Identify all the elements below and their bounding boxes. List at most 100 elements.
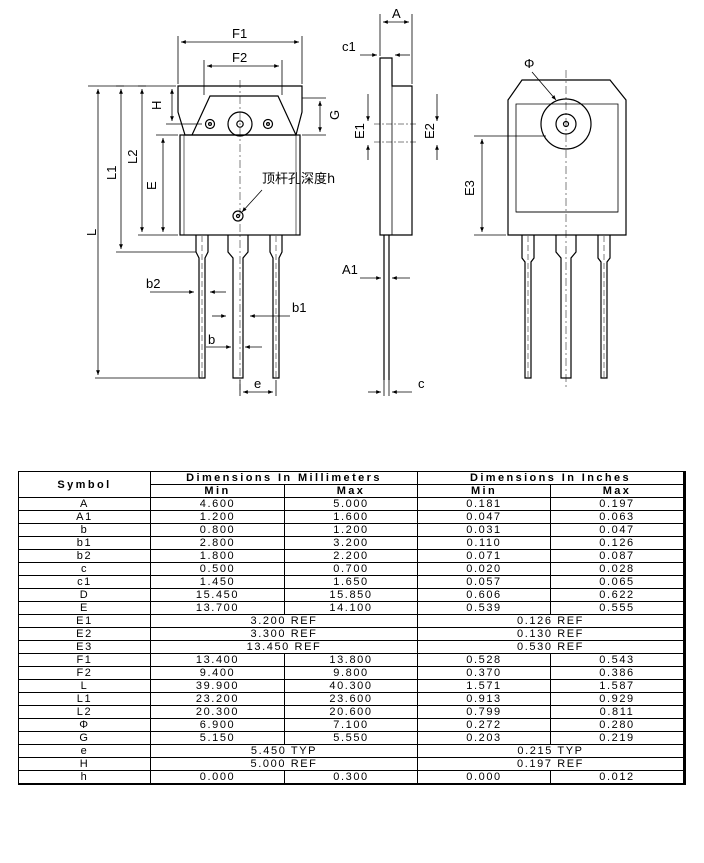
label-b: b xyxy=(208,332,215,347)
header-in-min: Min xyxy=(417,484,552,498)
back-view xyxy=(507,70,627,390)
cell-mm-max: 1.600 xyxy=(283,510,419,524)
cell-in-min: 0.913 xyxy=(417,692,552,706)
cell-in-max: 0.087 xyxy=(550,549,686,563)
label-b1: b1 xyxy=(292,300,306,315)
cell-in-max: 1.587 xyxy=(550,679,686,693)
cell-mm-ref: 3.200 REF xyxy=(149,614,419,628)
cell-mm-min: 0.800 xyxy=(150,523,285,537)
label-A1: A1 xyxy=(342,262,358,277)
cell-mm-ref: 5.450 TYP xyxy=(149,744,419,758)
cell-in-min: 0.203 xyxy=(417,731,552,745)
cell-symbol: e xyxy=(18,744,151,758)
cell-in-min: 0.370 xyxy=(417,666,552,680)
label-E3: E3 xyxy=(462,180,477,196)
label-L2: L2 xyxy=(125,150,140,164)
cell-in-max: 0.543 xyxy=(550,653,686,667)
cell-mm-max: 15.850 xyxy=(283,588,419,602)
cell-in-max: 0.012 xyxy=(550,770,686,785)
header-millimeters: Dimensions In Millimeters xyxy=(149,471,419,485)
cell-symbol: c1 xyxy=(18,575,151,589)
front-view-dimensions xyxy=(88,36,326,396)
cell-in-max: 0.047 xyxy=(550,523,686,537)
cell-mm-max: 0.300 xyxy=(283,770,419,785)
cell-in-max: 0.028 xyxy=(550,562,686,576)
label-E1: E1 xyxy=(352,123,367,139)
cell-symbol: b2 xyxy=(18,549,151,563)
side-view-dimensions xyxy=(360,14,439,396)
cell-mm-ref: 13.450 REF xyxy=(149,640,419,654)
back-view-dimensions xyxy=(474,71,557,236)
cell-mm-max: 1.200 xyxy=(283,523,419,537)
label-hole-depth: 顶杆孔深度h xyxy=(262,171,335,187)
cell-symbol: F1 xyxy=(18,653,151,667)
cell-mm-min: 23.200 xyxy=(150,692,285,706)
cell-symbol: A1 xyxy=(18,510,151,524)
cell-mm-min: 1.200 xyxy=(150,510,285,524)
cell-symbol: Φ xyxy=(18,718,151,732)
cell-in-ref: 0.130 REF xyxy=(417,627,686,641)
cell-in-min: 0.272 xyxy=(417,718,552,732)
cell-mm-min: 0.500 xyxy=(150,562,285,576)
label-b2: b2 xyxy=(146,276,160,291)
label-L1: L1 xyxy=(104,166,119,180)
cell-in-min: 0.031 xyxy=(417,523,552,537)
cell-in-ref: 0.197 REF xyxy=(417,757,686,771)
cell-in-min: 0.020 xyxy=(417,562,552,576)
cell-in-max: 0.811 xyxy=(550,705,686,719)
cell-mm-min: 1.800 xyxy=(150,549,285,563)
cell-mm-max: 3.200 xyxy=(283,536,419,550)
cell-in-max: 0.555 xyxy=(550,601,686,615)
side-view xyxy=(374,57,418,380)
cell-in-ref: 0.530 REF xyxy=(417,640,686,654)
label-L: L xyxy=(84,229,99,236)
cell-mm-max: 7.100 xyxy=(283,718,419,732)
cell-symbol: h xyxy=(18,770,151,785)
cell-mm-min: 15.450 xyxy=(150,588,285,602)
cell-in-min: 0.539 xyxy=(417,601,552,615)
cell-symbol: L1 xyxy=(18,692,151,706)
label-G: G xyxy=(327,110,342,120)
cell-mm-max: 23.600 xyxy=(283,692,419,706)
cell-mm-min: 2.800 xyxy=(150,536,285,550)
cell-in-min: 0.181 xyxy=(417,497,552,511)
cell-in-max: 0.386 xyxy=(550,666,686,680)
label-phi: Φ xyxy=(524,56,534,71)
cell-mm-min: 5.150 xyxy=(150,731,285,745)
cell-in-max: 0.065 xyxy=(550,575,686,589)
cell-in-ref: 0.215 TYP xyxy=(417,744,686,758)
cell-symbol: b1 xyxy=(18,536,151,550)
cell-in-ref: 0.126 REF xyxy=(417,614,686,628)
cell-mm-min: 13.400 xyxy=(150,653,285,667)
label-e: e xyxy=(254,376,261,391)
cell-in-min: 0.000 xyxy=(417,770,552,785)
cell-mm-ref: 5.000 REF xyxy=(149,757,419,771)
cell-in-min: 0.606 xyxy=(417,588,552,602)
label-F2: F2 xyxy=(232,50,247,65)
cell-mm-max: 2.200 xyxy=(283,549,419,563)
cell-symbol: L2 xyxy=(18,705,151,719)
cell-mm-min: 0.000 xyxy=(150,770,285,785)
cell-symbol: E xyxy=(18,601,151,615)
cell-mm-max: 13.800 xyxy=(283,653,419,667)
cell-mm-min: 39.900 xyxy=(150,679,285,693)
cell-in-min: 0.528 xyxy=(417,653,552,667)
cell-symbol: E3 xyxy=(18,640,151,654)
cell-mm-max: 0.700 xyxy=(283,562,419,576)
cell-symbol: E1 xyxy=(18,614,151,628)
cell-in-max: 0.929 xyxy=(550,692,686,706)
cell-symbol: c xyxy=(18,562,151,576)
